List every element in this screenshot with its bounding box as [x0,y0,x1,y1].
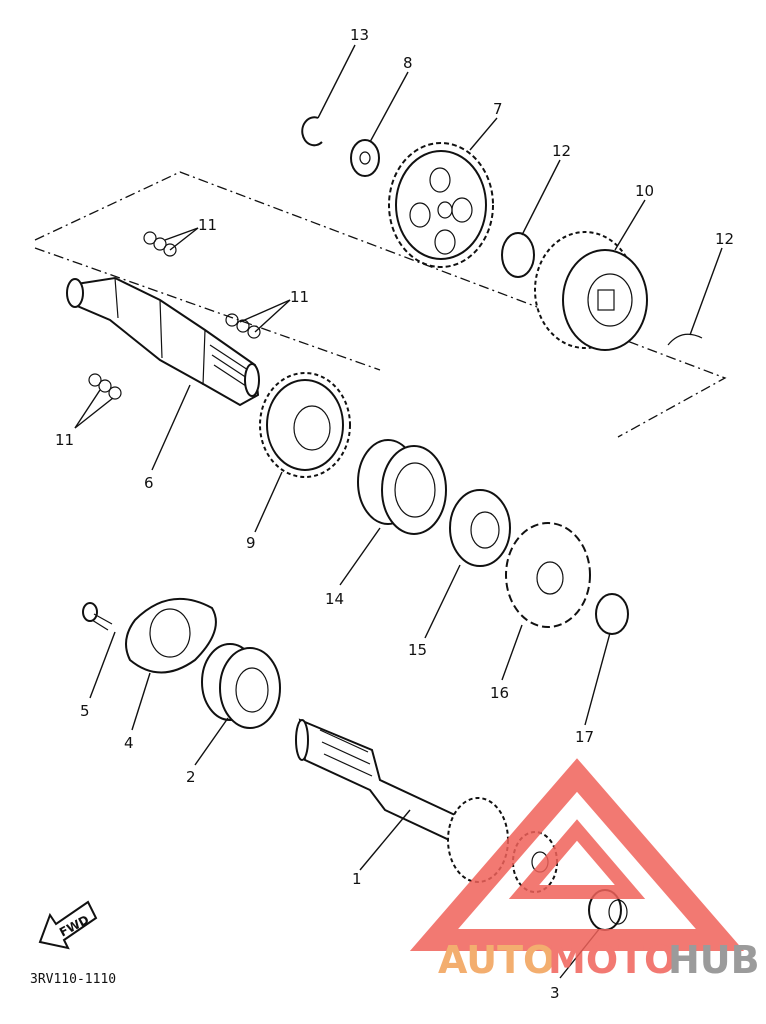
callout-3: 3 [550,984,560,1002]
bearing-14 [357,439,447,535]
gear-9 [259,372,351,478]
callout-11-left: 11 [55,431,74,449]
callout-13: 13 [350,26,369,44]
callout-10: 10 [635,182,654,200]
fwd-arrow: FWD [38,900,98,950]
watermark-hub: HUB [668,938,760,982]
circlip-13 [301,116,323,147]
bearing-retainer-plate-4 [125,597,217,674]
lock-washer-17 [595,593,629,635]
main-axle-shaft [295,718,558,893]
watermark-logo: AUTO MOTO HUB [409,758,760,982]
assembly-boundary [34,171,727,438]
diagram-code: 3RV110-1110 [30,972,116,987]
callout-12-right: 12 [715,230,734,248]
washer-8 [350,139,380,177]
watermark-moto: MOTO [548,938,676,982]
callout-labels: 13 8 7 12 10 12 11 11 11 6 9 14 15 16 17… [55,26,734,1002]
watermark-triangle [409,758,745,951]
circlip-12-upper [501,232,535,278]
callout-1: 1 [352,870,362,888]
bearing-2 [201,643,281,729]
drive-axle-shaft [66,276,260,407]
callout-14: 14 [325,590,344,608]
callout-9: 9 [246,534,256,552]
callout-16: 16 [490,684,509,702]
oil-seal-15 [449,489,511,567]
circlip-12-right [667,333,703,346]
assembly-boundary-lower [34,247,381,371]
callout-7: 7 [493,100,503,118]
callout-11-top: 11 [198,216,217,234]
callout-11-mid: 11 [290,288,309,306]
callout-12-upper: 12 [552,142,571,160]
gear-7 [388,142,494,268]
balls-11-top [143,231,177,257]
callout-4: 4 [124,734,134,752]
callout-5: 5 [80,702,90,720]
leader-lines [74,44,723,979]
callout-2: 2 [186,768,196,786]
callout-17: 17 [575,728,594,746]
callout-6: 6 [144,474,154,492]
balls-11-left [88,373,122,400]
sprocket-16 [505,522,591,628]
bolt-5 [82,602,113,631]
callout-8: 8 [403,54,413,72]
watermark-auto: AUTO [438,938,555,982]
callout-15: 15 [408,641,427,659]
gear-10 [534,231,648,351]
balls-11-mid [225,313,261,339]
